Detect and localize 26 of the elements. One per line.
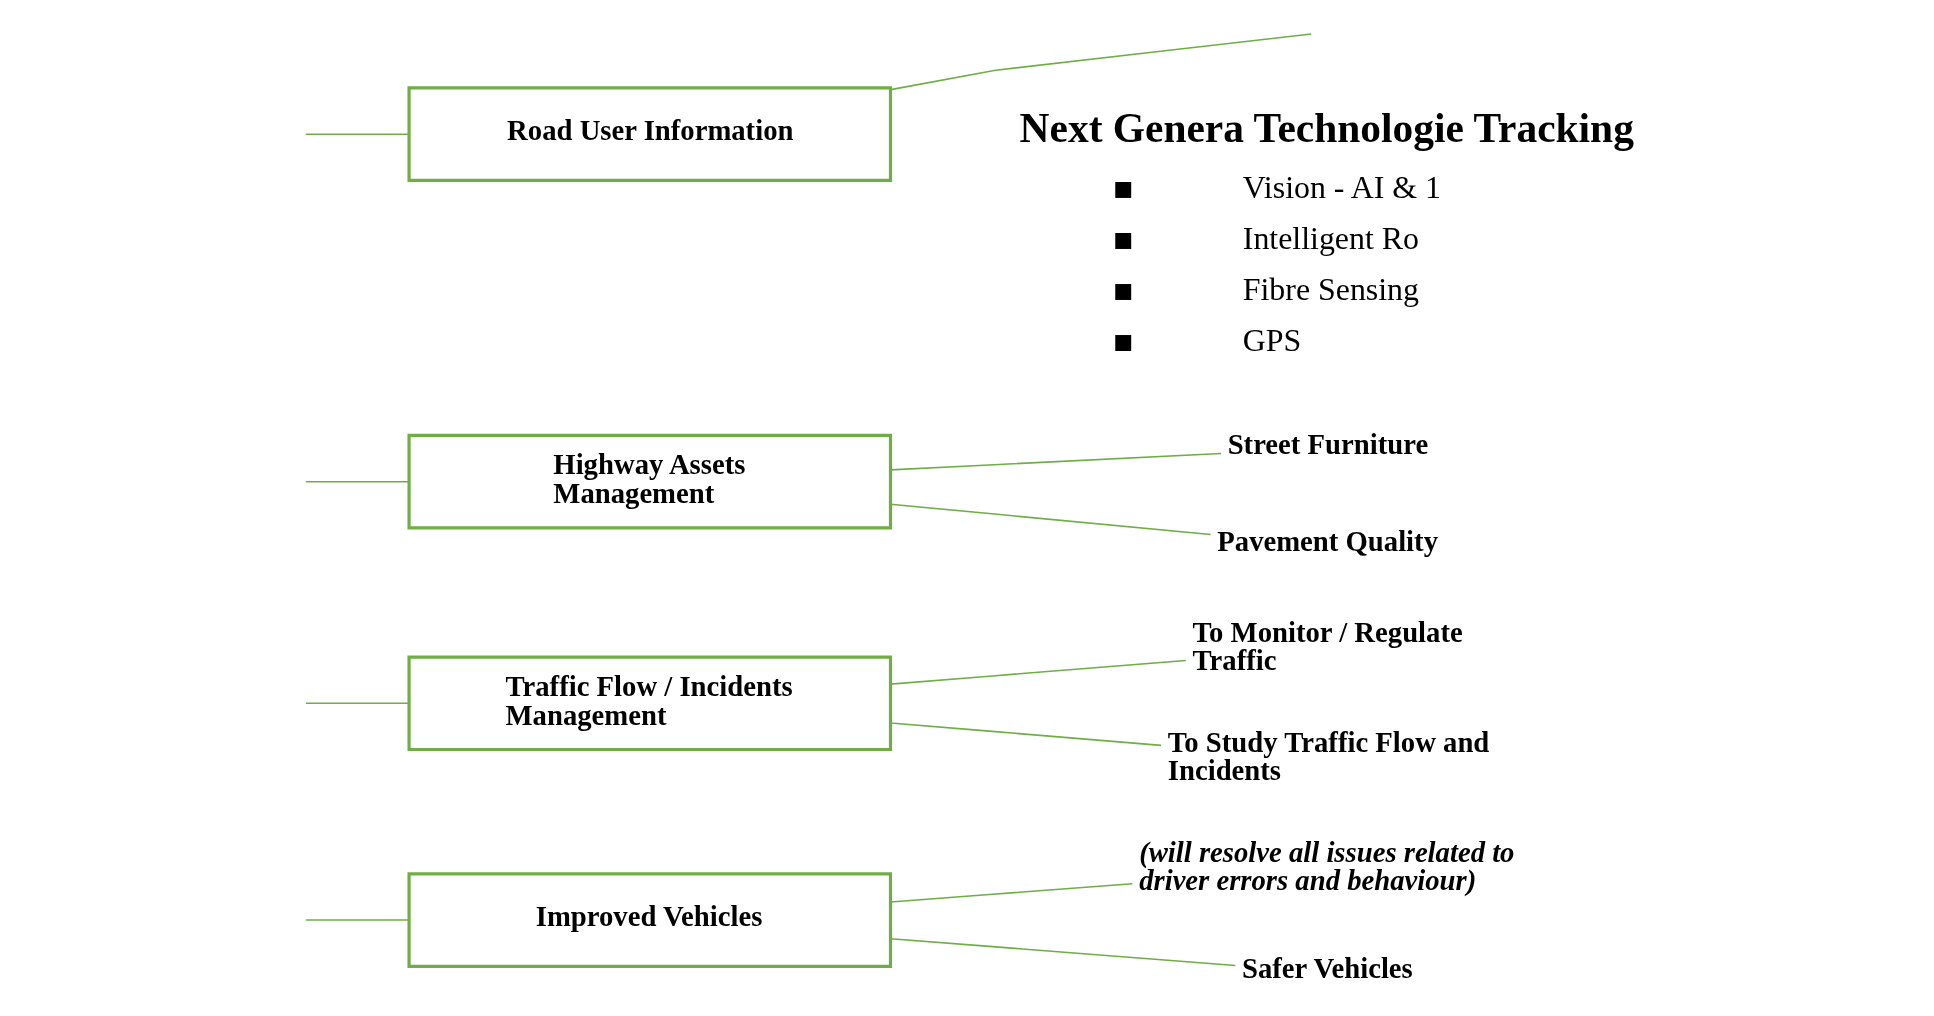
label: Intelligent Ro bbox=[1242, 220, 1419, 256]
label: Vision - AI & 1 bbox=[1242, 169, 1441, 205]
connector bbox=[890, 33, 1312, 91]
connector bbox=[889, 937, 1237, 967]
connector bbox=[889, 722, 1162, 747]
connector bbox=[889, 659, 1187, 685]
node-box: Traffic Flow / Incidents Management bbox=[407, 655, 893, 752]
node-text: Pavement Quality bbox=[1217, 524, 1438, 557]
connector bbox=[889, 503, 1212, 536]
connector bbox=[305, 919, 410, 921]
node-text: To Study Traffic Flow and Incidents bbox=[1167, 725, 1490, 787]
node-box: Road User Information bbox=[407, 86, 893, 182]
label: Next Genera Technologie Tracking bbox=[1019, 104, 1634, 151]
node-text: Street Furniture bbox=[1227, 427, 1429, 460]
node-text: (will resolve all issues related to driver errors and behaviour) bbox=[1139, 835, 1515, 897]
connector bbox=[305, 133, 410, 135]
node-box: Improved Vehicles bbox=[407, 872, 893, 968]
connector bbox=[305, 702, 410, 705]
connector bbox=[305, 480, 410, 483]
label: GPS bbox=[1242, 322, 1302, 358]
node-box: Highway Assets Management bbox=[407, 433, 893, 530]
node-text: Safer Vehicles bbox=[1241, 952, 1413, 985]
connector bbox=[889, 883, 1134, 903]
connector bbox=[889, 452, 1222, 471]
node-text: To Monitor / Regulate Traffic bbox=[1192, 615, 1463, 677]
label: Fibre Sensing bbox=[1242, 271, 1419, 307]
